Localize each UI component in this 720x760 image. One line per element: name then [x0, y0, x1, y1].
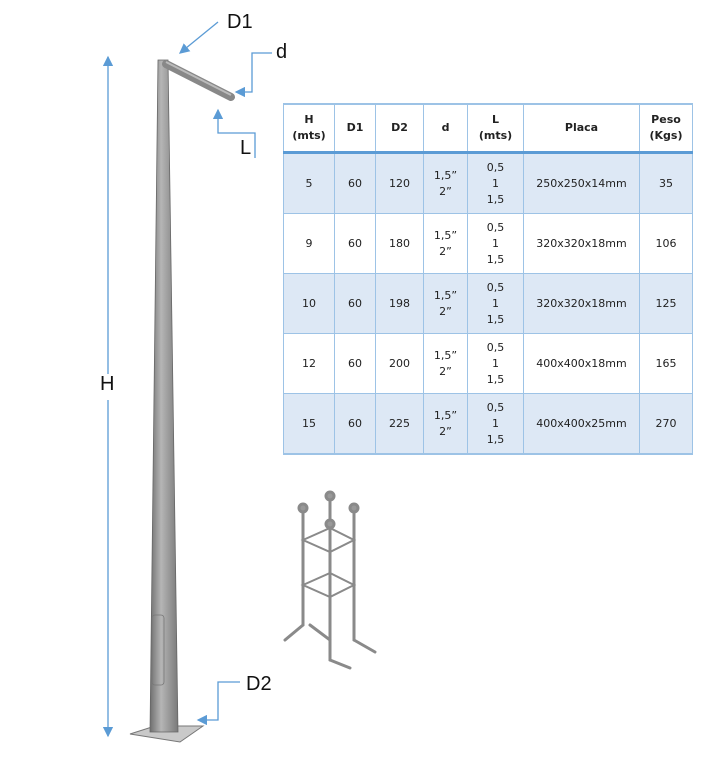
arm: [162, 60, 235, 101]
table-cell: 60: [334, 393, 376, 455]
base-plate: [129, 725, 205, 743]
table-cell: 1,5” 2”: [423, 213, 468, 274]
table-cell: 12: [283, 333, 335, 394]
table-cell: 0,5 1 1,5: [467, 273, 524, 334]
table-cell: 0,5 1 1,5: [467, 213, 524, 274]
table-cell: 0,5 1 1,5: [467, 333, 524, 394]
table-cell: 60: [334, 152, 376, 214]
table-cell: 1,5” 2”: [423, 152, 468, 214]
table-cell: 320x320x18mm: [523, 213, 640, 274]
column-header: d: [423, 103, 468, 154]
table-cell: 60: [334, 333, 376, 394]
d-arrow: [234, 52, 272, 98]
table-cell: 200: [375, 333, 424, 394]
column-header: H (mts): [283, 103, 335, 154]
label-l: L: [240, 137, 252, 159]
label-h: H: [100, 373, 115, 395]
table-cell: 106: [639, 213, 693, 274]
lighting-pole: [129, 59, 235, 743]
anchor-bolt-cage: [283, 490, 377, 670]
pole-shaft: [149, 59, 179, 733]
table-cell: 400x400x25mm: [523, 393, 640, 455]
table-cell: 60: [334, 213, 376, 274]
table-cell: 320x320x18mm: [523, 273, 640, 334]
table-cell: 1,5” 2”: [423, 333, 468, 394]
table-cell: 165: [639, 333, 693, 394]
table-cell: 225: [375, 393, 424, 455]
label-d: d: [276, 41, 288, 63]
table-cell: 120: [375, 152, 424, 214]
column-header: Peso (Kgs): [639, 103, 693, 154]
column-header: D2: [375, 103, 424, 154]
table-cell: 125: [639, 273, 693, 334]
table-cell: 0,5 1 1,5: [467, 152, 524, 214]
column-header: D1: [334, 103, 376, 154]
table-cell: 10: [283, 273, 335, 334]
leader-lines: [178, 21, 272, 726]
table-cell: 270: [639, 393, 693, 455]
column-header: L (mts): [467, 103, 524, 154]
table-cell: 60: [334, 273, 376, 334]
table-cell: 35: [639, 152, 693, 214]
table-cell: 5: [283, 152, 335, 214]
access-door: [151, 614, 165, 686]
table-cell: 1,5” 2”: [423, 273, 468, 334]
table-cell: 0,5 1 1,5: [467, 393, 524, 455]
table-cell: 180: [375, 213, 424, 274]
d1-arrow: [178, 21, 219, 54]
label-d2: D2: [246, 673, 272, 695]
table-cell: 400x400x18mm: [523, 333, 640, 394]
column-header: Placa: [523, 103, 640, 154]
l-arrow: [212, 108, 256, 158]
table-cell: 198: [375, 273, 424, 334]
table-cell: 250x250x14mm: [523, 152, 640, 214]
d2-arrow: [196, 681, 240, 726]
table-cell: 9: [283, 213, 335, 274]
table-cell: 1,5” 2”: [423, 393, 468, 455]
table-cell: 15: [283, 393, 335, 455]
label-d1: D1: [227, 11, 253, 33]
